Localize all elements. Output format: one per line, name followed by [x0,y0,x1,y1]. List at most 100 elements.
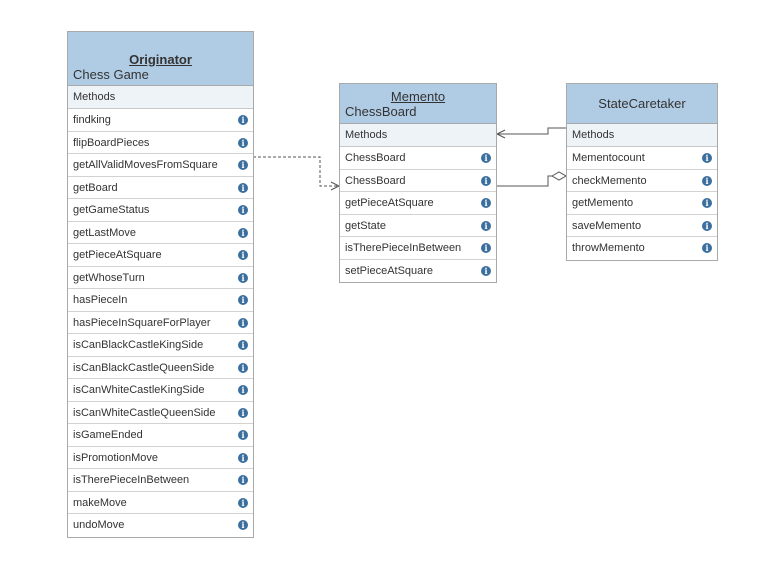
method-row[interactable]: getBoard i [68,177,253,199]
info-icon[interactable]: i [238,497,248,508]
info-icon[interactable]: i [238,205,248,215]
method-row[interactable]: checkMemento i [567,170,717,192]
method-row[interactable]: flipBoardPieces i [68,132,253,154]
info-icon[interactable]: i [238,385,248,395]
methods-section-header: Methods [68,86,253,109]
method-name: getPieceAtSquare [345,197,434,209]
info-icon[interactable]: i [702,243,712,253]
info-icon[interactable]: i [238,160,248,170]
info-icon[interactable]: i [238,520,248,530]
method-name: undoMove [73,519,125,531]
method-name: getState [345,219,386,232]
method-name: getBoard [73,181,118,194]
method-name: ChessBoard [345,174,406,187]
info-icon[interactable]: i [481,198,491,208]
info-icon[interactable]: i [238,475,248,485]
info-icon[interactable]: i [702,220,712,231]
class-name: StateCaretaker [598,96,686,111]
method-row[interactable]: hasPieceInSquareForPlayer i [68,312,253,334]
method-row[interactable]: findking i [68,109,253,132]
info-icon[interactable]: i [238,362,248,373]
method-name: getLastMove [73,226,136,239]
class-header: Originator Chess Game [68,32,253,86]
class-name: ChessBoard [345,104,417,119]
method-row[interactable]: saveMemento i [567,215,717,237]
method-name: isGameEnded [73,429,143,441]
method-row[interactable]: getWhoseTurn i [68,267,253,289]
info-icon[interactable]: i [238,137,248,148]
info-icon[interactable]: i [481,175,491,186]
method-name: isCanWhiteCastleQueenSide [73,406,216,419]
method-name: throwMemento [572,242,645,254]
info-icon[interactable]: i [238,340,248,350]
info-icon[interactable]: i [238,295,248,305]
class-name: Chess Game [73,67,149,82]
method-row[interactable]: hasPieceIn i [68,289,253,312]
info-icon[interactable]: i [481,220,491,231]
info-icon[interactable]: i [238,407,248,418]
method-name: findking [73,114,111,126]
info-icon[interactable]: i [702,175,712,186]
info-icon[interactable]: i [238,250,248,260]
info-icon[interactable]: i [481,153,491,163]
method-row[interactable]: ChessBoard i [340,170,496,192]
info-icon[interactable]: i [481,243,491,253]
method-name: flipBoardPieces [73,136,150,149]
method-name: getWhoseTurn [73,271,145,284]
method-name: isCanBlackCastleQueenSide [73,361,215,374]
method-row[interactable]: isCanBlackCastleKingSide i [68,334,253,357]
info-icon[interactable]: i [481,265,491,276]
method-row[interactable]: isTherePieceInBetween i [68,469,253,492]
method-row[interactable]: undoMove i [68,514,253,537]
method-row[interactable]: getState i [340,215,496,237]
method-name: isCanBlackCastleKingSide [73,339,204,351]
method-row[interactable]: getLastMove i [68,222,253,244]
method-name: checkMemento [572,174,647,187]
info-icon[interactable]: i [238,272,248,283]
class-header: Memento ChessBoard [340,84,496,124]
method-name: isTherePieceInBetween [73,474,190,486]
method-row[interactable]: isCanWhiteCastleQueenSide i [68,402,253,424]
methods-section-header: Methods [340,124,496,147]
method-row[interactable]: Mementocount i [567,147,717,170]
method-row[interactable]: makeMove i [68,492,253,514]
association-arrowhead [495,129,506,139]
info-icon[interactable]: i [238,182,248,193]
info-icon[interactable]: i [702,198,712,208]
class-stereotype: Memento [390,89,446,104]
method-name: Mementocount [572,152,645,164]
class-header: StateCaretaker [567,84,717,124]
method-name: getAllValidMovesFromSquare [73,159,218,171]
info-icon[interactable]: i [238,430,248,440]
method-name: hasPieceInSquareForPlayer [73,316,211,329]
info-icon[interactable]: i [238,227,248,238]
info-icon[interactable]: i [238,452,248,463]
info-icon[interactable]: i [238,115,248,125]
method-name: saveMemento [572,219,642,232]
info-icon[interactable]: i [702,153,712,163]
info-icon[interactable]: i [238,317,248,328]
method-row[interactable]: getAllValidMovesFromSquare i [68,154,253,177]
method-name: hasPieceIn [73,294,128,306]
method-name: isTherePieceInBetween [345,242,462,254]
method-row[interactable]: isCanBlackCastleQueenSide i [68,357,253,379]
methods-section-header: Methods [567,124,717,147]
method-row[interactable]: isGameEnded i [68,424,253,447]
method-row[interactable]: isTherePieceInBetween i [340,237,496,260]
association-connector [497,127,566,135]
method-name: makeMove [73,496,127,509]
method-row[interactable]: getPieceAtSquare i [340,192,496,215]
method-row[interactable]: throwMemento i [567,237,717,260]
